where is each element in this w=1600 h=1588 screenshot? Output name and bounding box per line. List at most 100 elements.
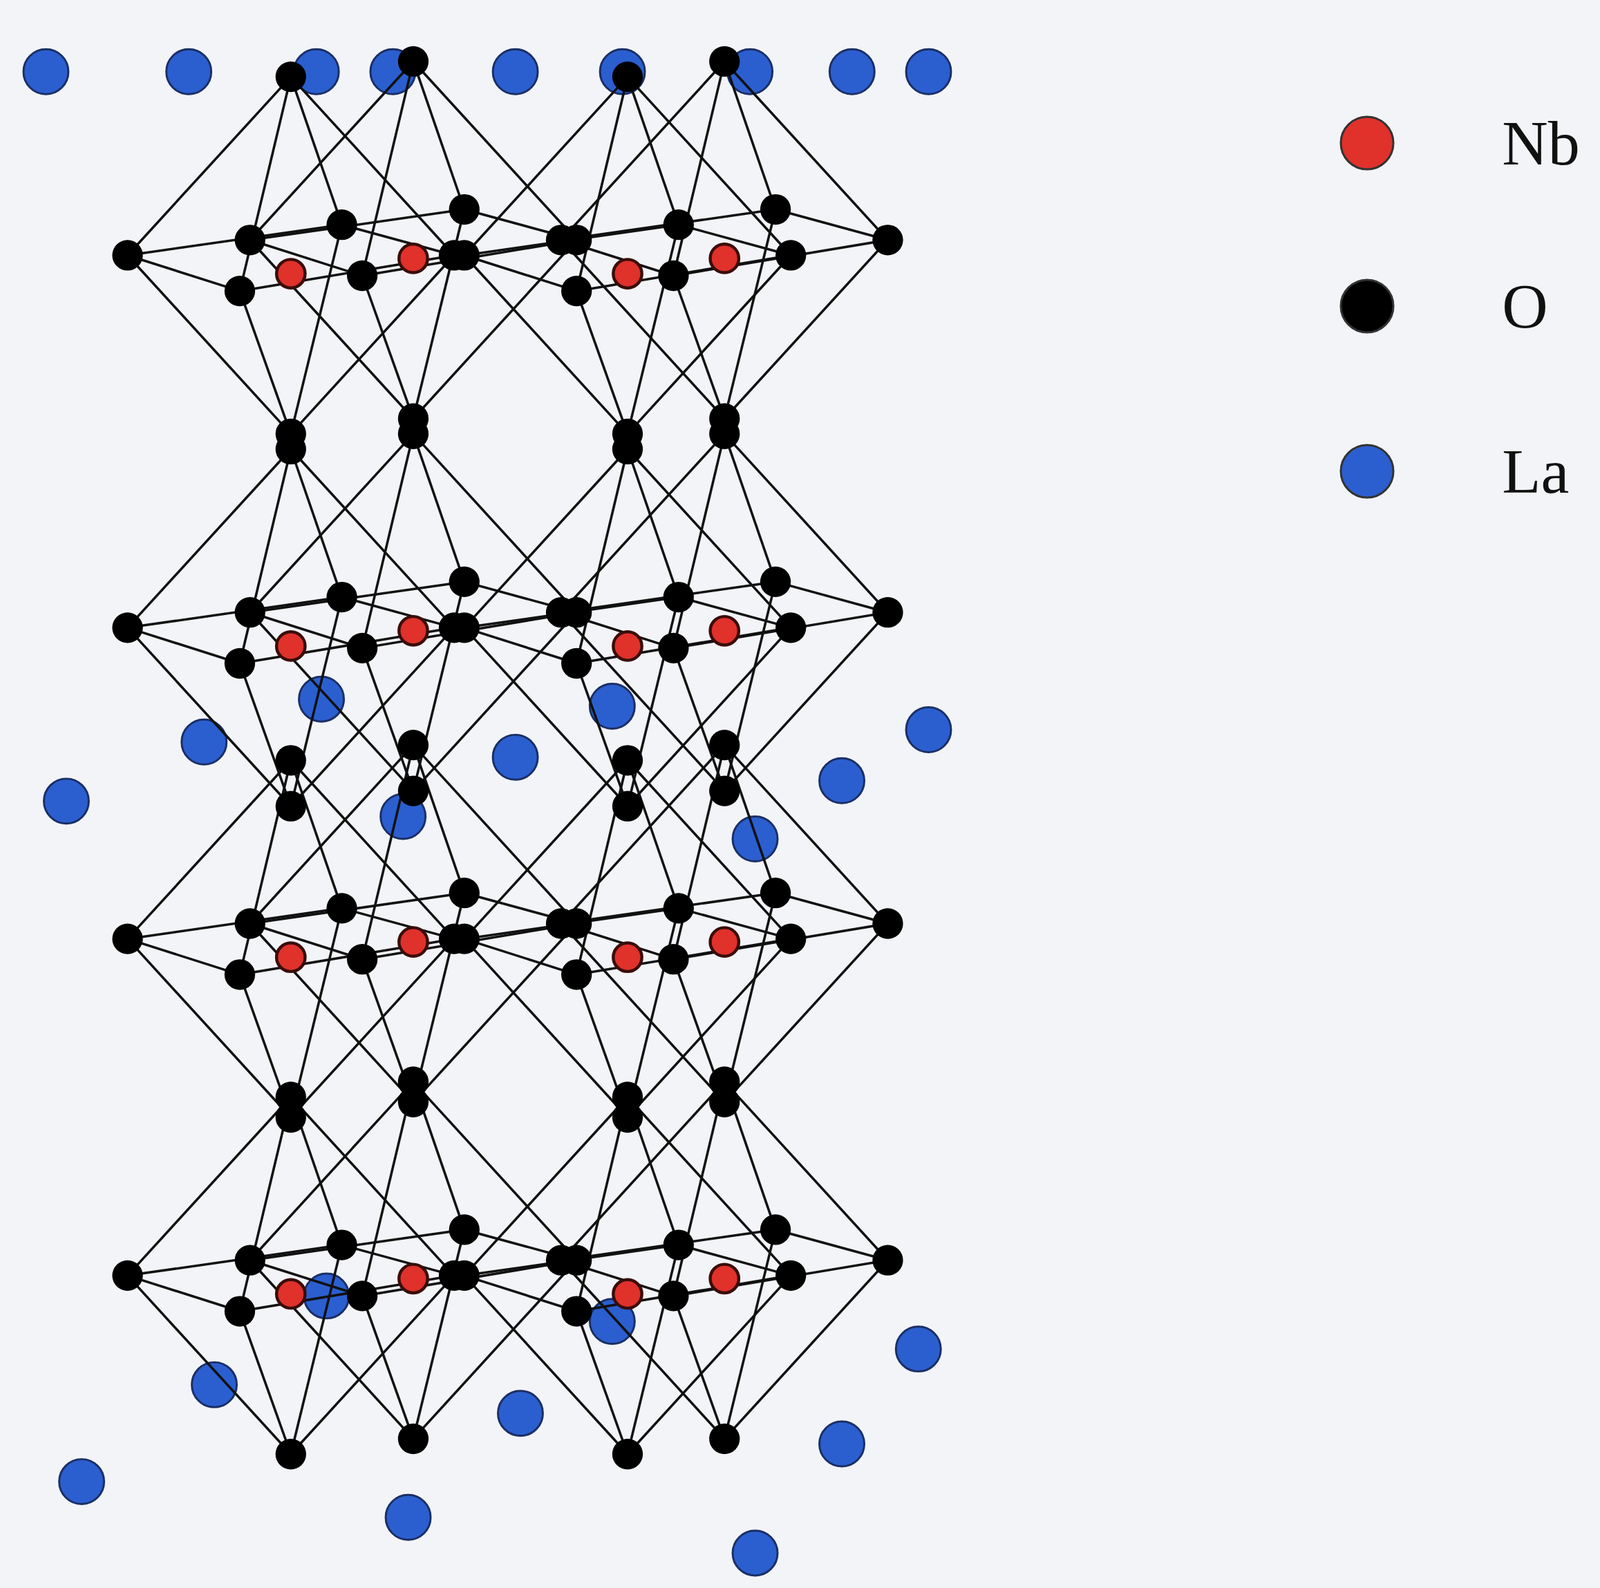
nb-atom: [276, 259, 305, 288]
bond-line: [724, 209, 776, 419]
o-atom: [709, 729, 740, 761]
bond-line: [673, 648, 725, 792]
o-atom: [709, 1066, 740, 1097]
nb-atom: [276, 1280, 305, 1309]
o-atom: [657, 633, 689, 664]
o-atom: [111, 1260, 143, 1292]
bond-line: [362, 1260, 577, 1297]
bond-line: [627, 1245, 679, 1455]
nb-atom: [710, 1264, 739, 1294]
bond-line: [342, 597, 455, 628]
bond-line: [464, 1096, 628, 1276]
bond-line: [724, 745, 776, 893]
nb-atom: [710, 927, 739, 956]
bond-line: [362, 1295, 414, 1439]
bond-line: [362, 745, 414, 960]
la-atom: [166, 49, 212, 94]
bond-line: [775, 581, 888, 613]
o-atom: [612, 1081, 643, 1113]
bond-line: [239, 663, 291, 807]
bond-line: [290, 76, 343, 225]
nb-atom: [613, 259, 642, 288]
bond-line: [561, 612, 725, 791]
la-atom: [492, 734, 538, 780]
bond-line: [724, 61, 776, 210]
bond-line: [464, 939, 628, 1118]
o-atoms: [111, 46, 903, 1471]
o-atom: [760, 1214, 791, 1245]
bond-line: [239, 290, 291, 435]
o-atom: [709, 775, 740, 806]
o-atom: [398, 46, 429, 77]
bond-line: [561, 209, 776, 240]
bond-line: [127, 224, 343, 256]
nb-atom: [613, 631, 642, 661]
o-atom: [398, 1423, 429, 1455]
bond-line: [627, 597, 679, 807]
o-atom: [275, 791, 307, 822]
bond-line: [250, 612, 414, 791]
bond-line: [464, 224, 679, 256]
nb-atom: [710, 243, 739, 273]
nb-atom: [276, 943, 305, 972]
o-atom: [224, 275, 256, 307]
bond-line: [561, 239, 725, 419]
bond-line: [724, 581, 776, 792]
nb-atom: [398, 927, 428, 956]
bond-line: [290, 449, 343, 598]
bond-line: [290, 760, 343, 909]
la-atom: [599, 49, 645, 94]
nb-atom: [710, 616, 739, 645]
o-atom: [275, 434, 307, 465]
bond-line: [627, 255, 791, 434]
bond-line: [464, 908, 679, 939]
bond-line: [127, 939, 291, 1118]
la-atoms: [23, 49, 952, 1576]
o-atom: [775, 1260, 806, 1292]
bond-line: [342, 224, 455, 256]
o-atom: [760, 877, 791, 909]
o-atom: [111, 239, 143, 271]
nb-atom: [613, 1280, 642, 1309]
o-atom: [326, 209, 357, 240]
o-atom: [561, 959, 592, 990]
bond-line: [724, 239, 888, 419]
bond-line: [673, 434, 725, 649]
bond-line: [464, 1275, 577, 1312]
legend-text: La: [1501, 439, 1569, 504]
bond-line: [250, 209, 465, 240]
o-atom: [449, 566, 480, 598]
bond-line: [250, 1229, 465, 1260]
bond-line: [464, 627, 628, 806]
o-atom: [224, 959, 256, 990]
bond-line: [127, 627, 240, 664]
bond-line: [464, 76, 628, 256]
bond-line: [250, 434, 414, 613]
la-atom: [497, 1391, 543, 1437]
o-atom: [546, 224, 577, 256]
o-atom: [657, 260, 689, 291]
la-atom: [906, 707, 952, 753]
bond-line: [290, 627, 455, 806]
o-atom: [612, 1438, 643, 1470]
bond-line: [673, 239, 888, 276]
o-atom: [612, 61, 643, 92]
legend-swatch-circle: [1340, 445, 1394, 498]
bond-line: [250, 924, 414, 1103]
bond-line: [724, 434, 776, 582]
bond-line: [576, 663, 628, 807]
o-atom: [326, 581, 357, 613]
bond-line: [250, 1081, 414, 1260]
bond-line: [724, 924, 888, 1103]
o-atom: [709, 418, 740, 450]
bond-line: [362, 239, 577, 276]
o-atom: [275, 1081, 307, 1113]
bond-line: [127, 1275, 240, 1312]
o-atom: [346, 1280, 378, 1312]
bond-line: [127, 627, 291, 806]
bond-line: [413, 1260, 577, 1439]
bond-line: [464, 449, 628, 628]
bond-line: [673, 1260, 888, 1297]
o-atom: [326, 892, 357, 924]
o-atom: [275, 745, 307, 776]
